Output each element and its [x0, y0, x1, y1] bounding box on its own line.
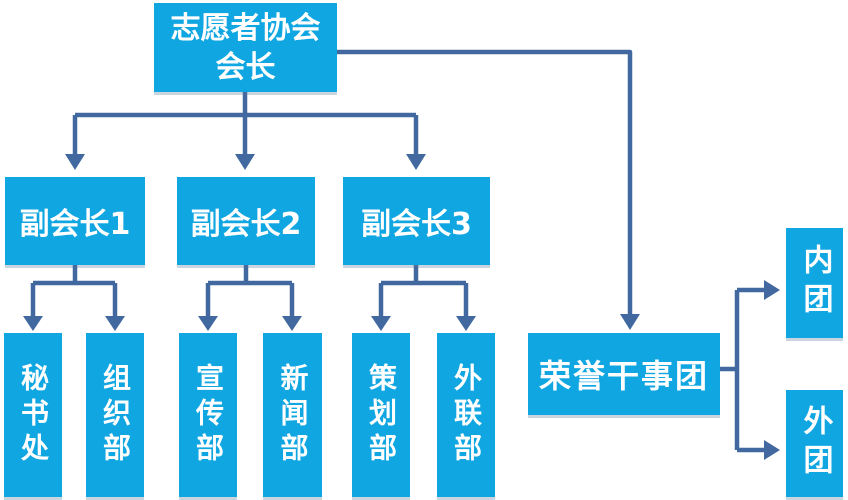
arrowhead-vp1-icon: [65, 154, 85, 170]
node-dept-organization: 组织部: [86, 333, 144, 497]
arrowhead-dept6-icon: [456, 316, 476, 331]
node-dept-publicity: 宣传部: [179, 333, 237, 497]
arrowhead-group1-icon: [764, 280, 780, 300]
node-dept1-label: 秘书处: [17, 362, 50, 468]
node-dept2-label: 组织部: [99, 362, 132, 468]
arrowhead-vp3-icon: [406, 154, 426, 170]
node-dept-news: 新闻部: [263, 333, 322, 497]
node-honorary-officers: 荣誉干事团: [528, 333, 720, 415]
node-vp1-label: 副会长1: [19, 207, 131, 242]
node-honorary-label: 荣誉干事团: [538, 357, 709, 395]
arrowhead-vp2-icon: [235, 154, 255, 170]
arrowhead-dept3-icon: [198, 316, 218, 331]
node-vice-president-1: 副会长1: [5, 177, 145, 265]
node-president-label: 志愿者协会 会长: [170, 10, 321, 85]
node-dept-secretariat: 秘书处: [4, 333, 62, 497]
node-vice-president-3: 副会长3: [343, 177, 490, 265]
arrowhead-dept1-icon: [23, 316, 43, 331]
arrowhead-group2-icon: [764, 440, 780, 460]
node-president: 志愿者协会 会长: [154, 3, 337, 92]
node-dept-external-relations: 外联部: [437, 333, 495, 497]
node-dept3-label: 宣传部: [192, 362, 225, 468]
node-dept4-label: 新闻部: [276, 362, 310, 468]
arrowhead-dept4-icon: [282, 316, 302, 331]
node-dept5-label: 策划部: [365, 362, 398, 468]
node-inner-group: 内团: [786, 228, 843, 338]
node-vp2-label: 副会长2: [190, 207, 302, 242]
arrowhead-dept2-icon: [105, 316, 125, 331]
arrowhead-dept5-icon: [371, 316, 391, 331]
node-dept6-label: 外联部: [450, 362, 483, 468]
arrowhead-honorary-icon: [620, 314, 640, 330]
edge-president-honorary: [337, 49, 633, 316]
node-group1-label: 内团: [797, 244, 833, 322]
node-dept-planning: 策划部: [352, 333, 410, 497]
node-outer-group: 外团: [786, 390, 843, 497]
node-vice-president-2: 副会长2: [177, 177, 315, 265]
node-vp3-label: 副会长3: [361, 207, 472, 242]
node-group2-label: 外团: [797, 404, 833, 483]
